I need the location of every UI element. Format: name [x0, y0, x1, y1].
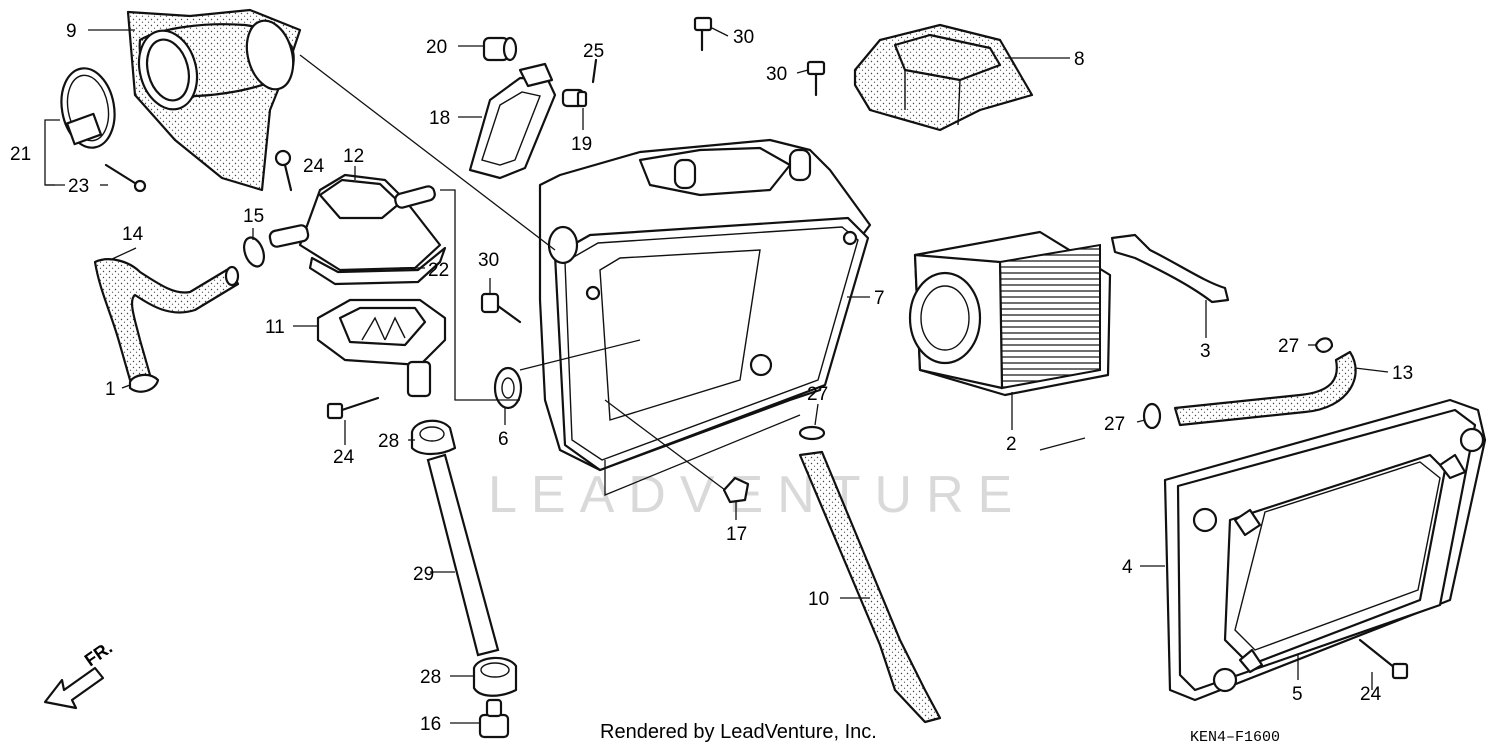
- breather-hose-part-13: [1173, 350, 1357, 427]
- hose-clamp-part-21: [60, 67, 116, 149]
- callout-15: 15: [243, 206, 264, 227]
- front-direction-arrow: FR.: [43, 637, 116, 710]
- callout-30-middle: 30: [766, 64, 787, 85]
- air-filter-part-2: [908, 230, 1112, 397]
- air-box-cover-part-5: [1192, 427, 1485, 693]
- callout-6: 6: [498, 429, 509, 450]
- callout-8: 8: [1074, 49, 1085, 70]
- clip-part-27-center: [798, 425, 826, 441]
- drain-tube-part-10: [798, 450, 942, 724]
- air-box-case-part-7: [538, 138, 872, 472]
- clip-part-27-upper-right: [1314, 337, 1334, 353]
- callout-3: 3: [1200, 341, 1211, 362]
- bolt-part-30-left: [480, 292, 522, 324]
- callout-27-center: 27: [807, 384, 828, 405]
- callout-7: 7: [874, 288, 885, 309]
- callout-leaders: [44, 27, 1389, 724]
- grommet-part-20: [482, 36, 518, 62]
- nut-part-19: [561, 88, 588, 108]
- retaining-band-part-3: [1110, 233, 1230, 304]
- screw-part-26: [591, 58, 598, 84]
- callout-27-upper-right: 27: [1278, 336, 1299, 357]
- diagram-code: KEN4–F1600: [1190, 729, 1280, 746]
- callout-11: 11: [265, 317, 285, 338]
- direction-label: FR.: [81, 637, 116, 670]
- callout-9: 9: [66, 21, 77, 42]
- clamp-part-28-upper: [410, 419, 457, 456]
- clip-part-17: [722, 476, 750, 504]
- reed-valve-part-11: [316, 298, 447, 398]
- drain-plug-part-16: [478, 698, 510, 739]
- callout-23: 23: [68, 176, 89, 197]
- assembly-lines: [299, 54, 1086, 496]
- o-ring-part-15: [243, 236, 265, 268]
- callout-29: 29: [413, 564, 434, 585]
- screw-part-23: [104, 163, 147, 193]
- clamp-part-28-lower: [472, 656, 518, 697]
- callout-1: 1: [105, 379, 116, 400]
- callout-28-upper: 28: [378, 431, 399, 452]
- callout-14: 14: [122, 224, 144, 245]
- callout-24-left: 24: [333, 447, 355, 468]
- callout-27-lower-right: 27: [1104, 414, 1125, 435]
- air-box-top-part-8: [853, 23, 1034, 132]
- screw-part-25: [274, 149, 293, 192]
- callout-13: 13: [1392, 363, 1413, 384]
- callout-24-right: 24: [1360, 684, 1382, 705]
- bolt-part-30-middle: [806, 60, 826, 97]
- callout-30-top: 30: [733, 27, 754, 48]
- callout-18: 18: [429, 108, 450, 129]
- callout-12: 12: [343, 146, 364, 167]
- valve-cover-part-12: [268, 173, 447, 286]
- breather-hose-part-14: [93, 258, 240, 382]
- callout-labels: 9 21 23 14 1 15 24 12 22 11 24 28 29 28 …: [10, 21, 1413, 735]
- callout-20: 20: [426, 37, 447, 58]
- callout-5: 5: [1292, 684, 1303, 705]
- callout-10: 10: [808, 589, 829, 610]
- clip-part-27-lower-right: [1142, 402, 1162, 430]
- callout-25: 24: [303, 156, 325, 177]
- callout-4: 4: [1122, 557, 1133, 578]
- grommet-part-6: [493, 366, 523, 410]
- callout-19: 19: [571, 134, 592, 155]
- callout-16: 16: [420, 714, 441, 735]
- watermark: LEADVENTURE: [488, 466, 1026, 524]
- bolt-part-24-left: [326, 396, 380, 420]
- callout-17: 17: [726, 524, 747, 545]
- footer-credit: Rendered by LeadVenture, Inc.: [600, 721, 877, 743]
- callout-2: 2: [1006, 434, 1017, 455]
- intake-duct-part-9: [126, 8, 302, 192]
- clip-part-1: [128, 373, 160, 393]
- drain-hose-part-29: [426, 453, 500, 657]
- callout-28-lower: 28: [420, 667, 441, 688]
- callout-22: 22: [428, 260, 449, 281]
- callout-26: 25: [583, 41, 604, 62]
- bolt-part-24-right: [1358, 638, 1409, 680]
- bolt-part-30-top: [693, 16, 713, 52]
- cover-part-18: [468, 62, 557, 180]
- callout-21: 21: [10, 144, 31, 165]
- callout-30-left: 30: [478, 250, 499, 271]
